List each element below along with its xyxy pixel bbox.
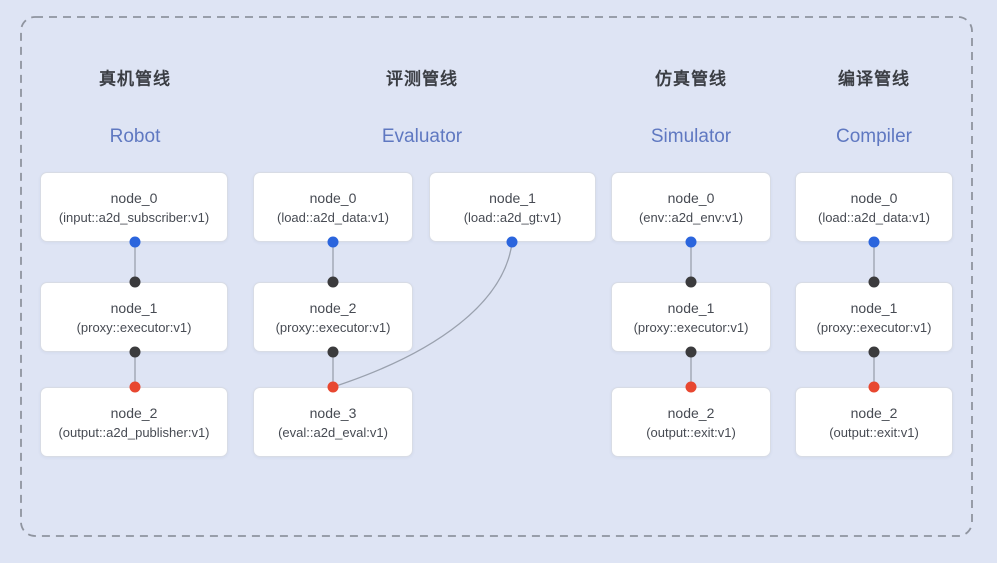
node-type: (output::exit:v1): [646, 424, 736, 440]
pipeline-subtitle-simulator: Simulator: [650, 126, 732, 147]
connector-dot-black: [129, 346, 141, 358]
node-card: node_0 (load::a2d_data:v1): [253, 172, 413, 242]
node-card: node_1 (proxy::executor:v1): [795, 282, 953, 352]
node-card: node_2 (proxy::executor:v1): [253, 282, 413, 352]
connector-dot-black: [685, 346, 697, 358]
connector-dot-blue: [327, 236, 339, 248]
node-type: (load::a2d_data:v1): [276, 209, 390, 225]
pipeline-title-compiler: 编译管线: [838, 69, 910, 89]
node-name: node_2: [110, 404, 158, 421]
dashed-frame: [20, 16, 973, 537]
node-name: node_1: [110, 299, 158, 316]
node-name: node_2: [850, 404, 898, 421]
pipeline-title-evaluator: 评测管线: [386, 69, 458, 89]
node-name: node_0: [309, 189, 357, 206]
node-type: (output::a2d_publisher:v1): [58, 424, 210, 440]
node-type: (load::a2d_gt:v1): [463, 209, 562, 225]
connector-dot-black: [685, 276, 697, 288]
node-card: node_0 (load::a2d_data:v1): [795, 172, 953, 242]
node-name: node_2: [309, 299, 357, 316]
connector-dot-blue: [868, 236, 880, 248]
node-name: node_0: [110, 189, 158, 206]
node-card: node_2 (output::exit:v1): [795, 387, 953, 457]
node-name: node_0: [667, 189, 715, 206]
node-type: (proxy::executor:v1): [275, 319, 391, 335]
connector-dot-black: [327, 276, 339, 288]
connector-dot-red: [327, 381, 339, 393]
connector-dot-black: [129, 276, 141, 288]
node-card: node_0 (env::a2d_env:v1): [611, 172, 771, 242]
pipeline-subtitle-compiler: Compiler: [835, 126, 913, 147]
connector-dot-black: [327, 346, 339, 358]
node-name: node_1: [667, 299, 715, 316]
node-type: (eval::a2d_eval:v1): [278, 424, 388, 440]
node-name: node_1: [850, 299, 898, 316]
node-type: (load::a2d_data:v1): [817, 209, 931, 225]
pipeline-title-robot: 真机管线: [99, 69, 171, 89]
node-card: node_0 (input::a2d_subscriber:v1): [40, 172, 228, 242]
pipeline-subtitle-robot: Robot: [109, 126, 161, 147]
connector-dot-red: [129, 381, 141, 393]
connector-dot-blue: [506, 236, 518, 248]
pipeline-subtitle-evaluator: Evaluator: [381, 126, 463, 147]
connector-dot-red: [868, 381, 880, 393]
node-type: (proxy::executor:v1): [76, 319, 192, 335]
node-type: (output::exit:v1): [829, 424, 919, 440]
connector-dot-blue: [129, 236, 141, 248]
node-card: node_1 (load::a2d_gt:v1): [429, 172, 596, 242]
node-name: node_3: [309, 404, 357, 421]
node-name: node_2: [667, 404, 715, 421]
node-type: (proxy::executor:v1): [816, 319, 932, 335]
node-name: node_1: [489, 189, 536, 206]
pipeline-title-simulator: 仿真管线: [655, 69, 727, 89]
node-card: node_3 (eval::a2d_eval:v1): [253, 387, 413, 457]
node-card: node_2 (output::a2d_publisher:v1): [40, 387, 228, 457]
node-card: node_2 (output::exit:v1): [611, 387, 771, 457]
connector-dot-blue: [685, 236, 697, 248]
connector-dot-red: [685, 381, 697, 393]
node-name: node_0: [850, 189, 898, 206]
connector-dot-black: [868, 346, 880, 358]
node-card: node_1 (proxy::executor:v1): [40, 282, 228, 352]
connector-dot-black: [868, 276, 880, 288]
node-card: node_1 (proxy::executor:v1): [611, 282, 771, 352]
node-type: (env::a2d_env:v1): [638, 209, 744, 225]
node-type: (proxy::executor:v1): [633, 319, 749, 335]
node-type: (input::a2d_subscriber:v1): [58, 209, 210, 225]
connector-curve: [335, 242, 513, 387]
